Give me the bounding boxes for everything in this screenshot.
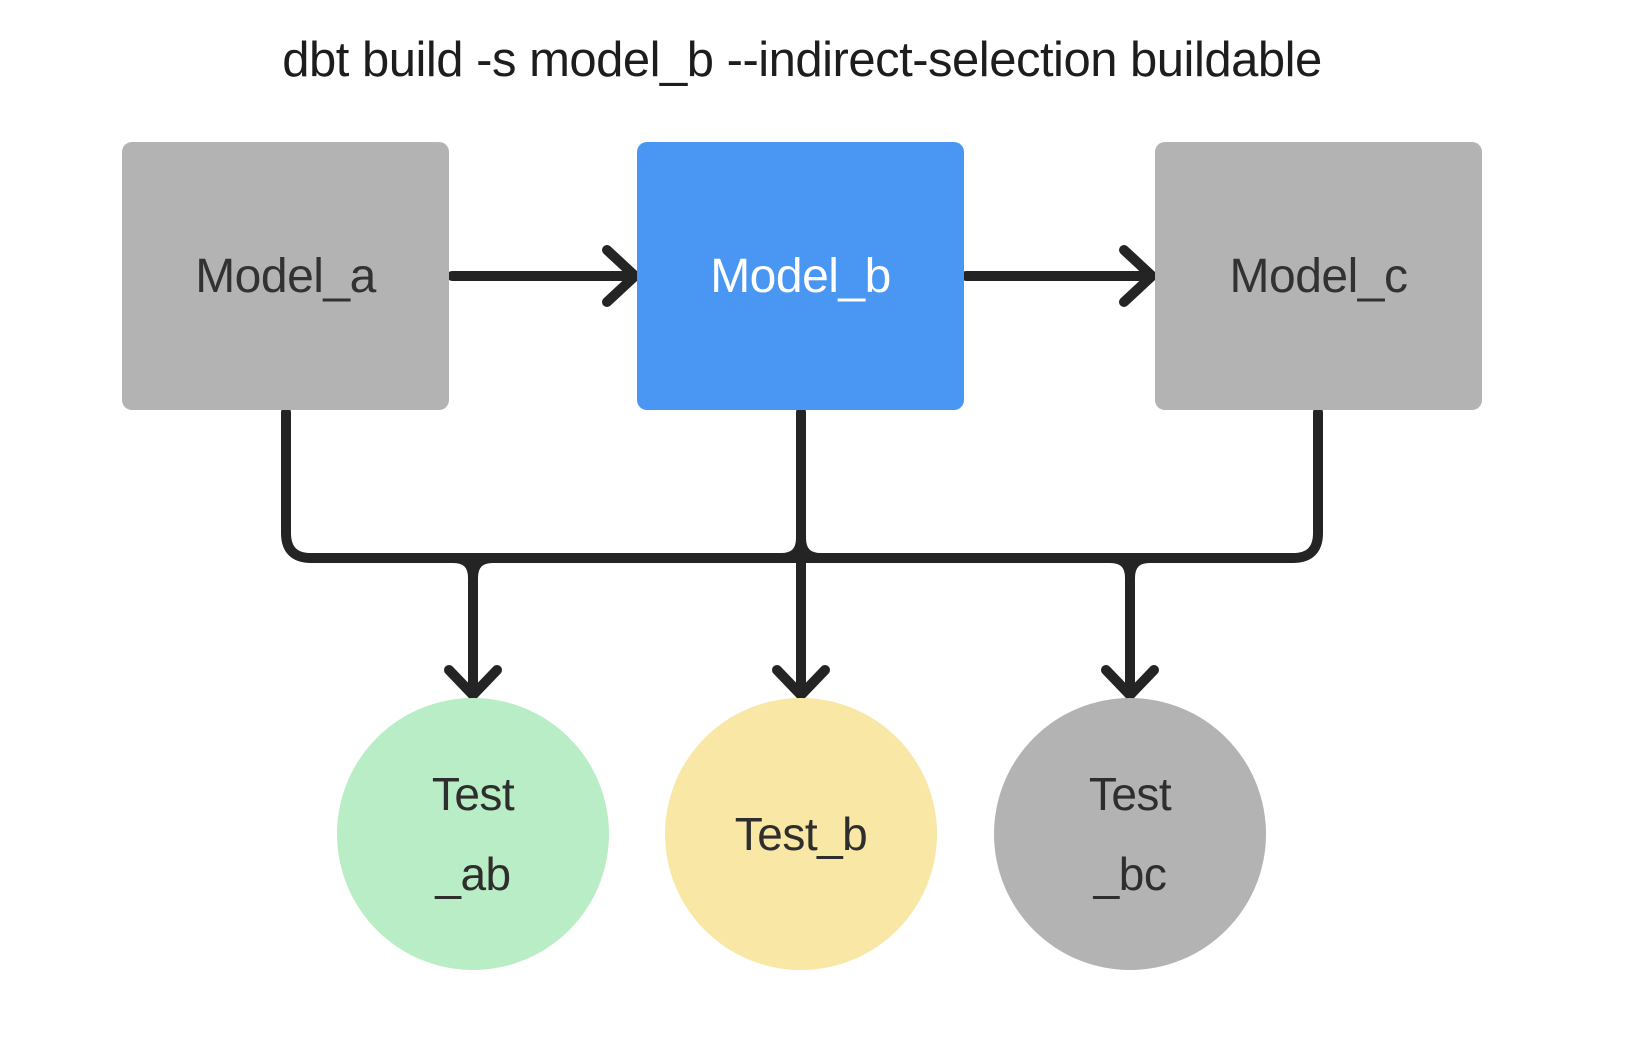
node-model-a-label: Model_a: [195, 249, 376, 303]
node-test-ab-label-line2: _ab: [435, 848, 511, 900]
node-test-ab: Test _ab: [337, 698, 609, 970]
arrow-down-icon-test_bc: [1101, 665, 1159, 700]
node-model-b-label: Model_b: [710, 249, 891, 303]
node-test-b: Test_b: [665, 698, 937, 970]
arrow-down-icon-test_b: [772, 665, 830, 700]
node-test-bc-label-line2: _bc: [1093, 848, 1167, 900]
arrow-down-icon-test_ab: [444, 665, 502, 700]
node-model-c: Model_c: [1155, 142, 1482, 410]
node-model-a: Model_a: [122, 142, 449, 410]
arrow-right-icon-model_b: [602, 245, 640, 307]
edge-bus-fillet-right-model_b: [796, 533, 826, 563]
arrow-right-icon-model_c: [1119, 245, 1157, 307]
node-test-bc: Test _bc: [994, 698, 1266, 970]
edge-group: [281, 245, 1323, 700]
node-model-c-label: Model_c: [1229, 249, 1408, 303]
node-test-bc-label-line1: Test: [1088, 768, 1172, 820]
diagram-title: dbt build -s model_b --indirect-selectio…: [282, 33, 1322, 87]
node-model-b-selected: Model_b: [637, 142, 964, 410]
node-test-ab-label-line1: Test: [431, 768, 515, 820]
node-test-b-label-line1: Test_b: [734, 808, 868, 860]
